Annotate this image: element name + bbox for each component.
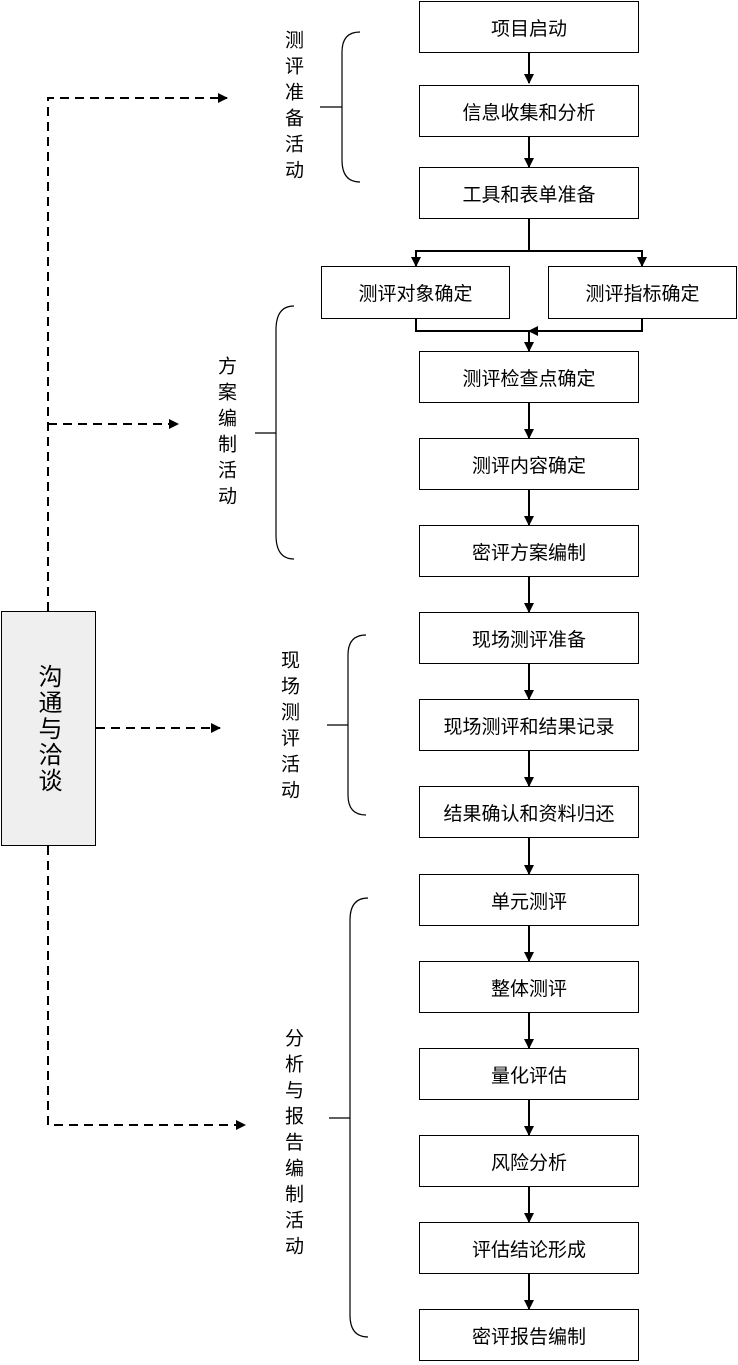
arrow-s03-s04b: [529, 250, 647, 267]
dashed-to-report: [47, 846, 246, 1130]
communication-box: 沟通与洽谈: [1, 611, 96, 846]
step-result-confirm: 结果确认和资料归还: [419, 786, 639, 838]
step-plan-compile: 密评方案编制: [419, 525, 639, 577]
dashed-connectors: [47, 93, 246, 1130]
step-onsite-record: 现场测评和结果记录: [419, 699, 639, 751]
dashed-to-prep: [47, 93, 228, 611]
step-info-collection: 信息收集和分析: [419, 85, 639, 137]
phase-label-prep: 测评准备活动: [282, 30, 304, 186]
communication-label: 沟通与洽谈: [34, 663, 62, 794]
step-indicator-determine: 测评指标确定: [548, 266, 737, 319]
step-checkpoint-determine: 测评检查点确定: [419, 351, 639, 403]
step-conclusion: 评估结论形成: [419, 1222, 639, 1274]
brace-onsite: [327, 634, 367, 816]
step-tool-prep: 工具和表单准备: [419, 167, 639, 219]
arrow-s04a-s05: [415, 319, 534, 352]
step-quant-assess: 量化评估: [419, 1048, 639, 1100]
brace-report: [329, 897, 369, 1338]
step-onsite-prep: 现场测评准备: [419, 612, 639, 664]
arrow-s04b-s05: [528, 319, 643, 336]
arrow-s03-s04a: [411, 219, 530, 267]
flow-arrows: [411, 53, 647, 1310]
phase-braces: [255, 31, 369, 1338]
step-overall-eval: 整体测评: [419, 961, 639, 1013]
step-report-compile: 密评报告编制: [419, 1309, 639, 1361]
phase-label-report: 分析与报告编制活动: [282, 1028, 304, 1262]
brace-plan: [255, 305, 295, 560]
step-target-determine: 测评对象确定: [321, 266, 510, 319]
phase-label-plan: 方案编制活动: [215, 356, 237, 512]
brace-prep: [320, 31, 361, 183]
step-unit-eval: 单元测评: [419, 874, 639, 926]
step-risk-analysis: 风险分析: [419, 1135, 639, 1187]
phase-label-onsite: 现场测评活动: [278, 650, 300, 806]
step-project-start: 项目启动: [419, 1, 639, 53]
step-content-determine: 测评内容确定: [419, 438, 639, 490]
